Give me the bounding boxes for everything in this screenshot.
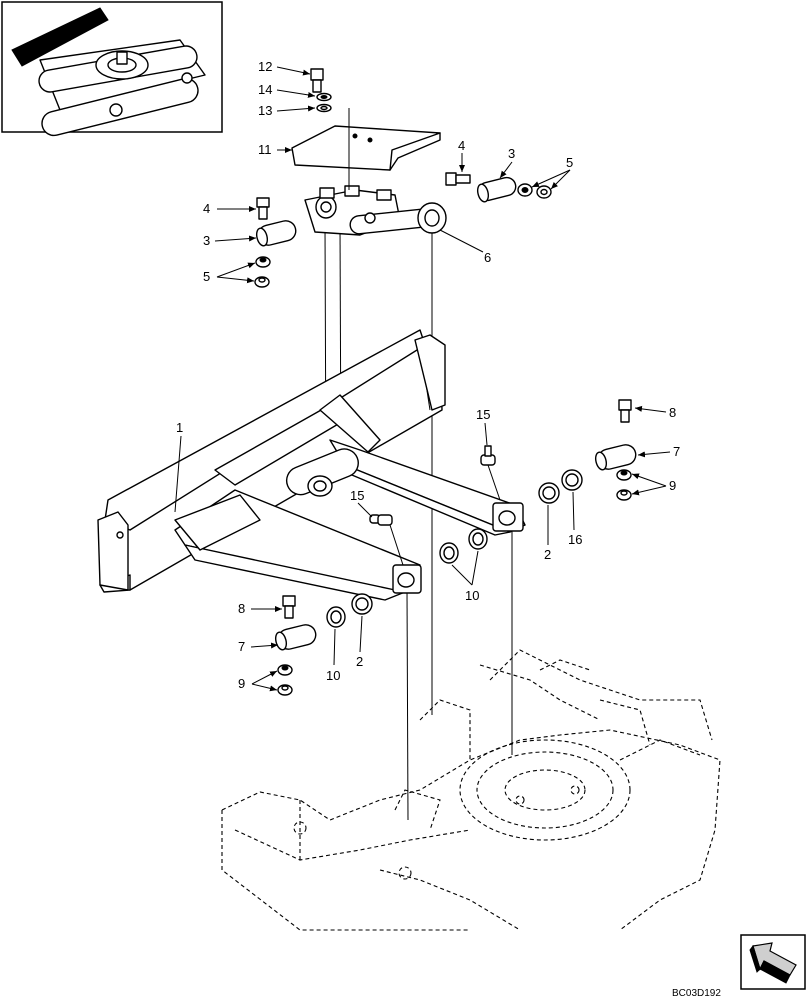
- bolt-washer-stack-top: [310, 68, 332, 113]
- shims-middle: [439, 528, 488, 564]
- callout-7-right: 7: [673, 444, 680, 459]
- callout-8-left: 8: [238, 601, 245, 616]
- callout-15-left: 15: [350, 488, 364, 503]
- blade-cylinder: [304, 185, 447, 236]
- callout-4-left: 4: [203, 201, 210, 216]
- grease-fitting-left: [369, 514, 404, 566]
- callout-10-middle: 10: [465, 588, 479, 603]
- callout-1: 1: [176, 420, 183, 435]
- callout-5-right: 5: [566, 155, 573, 170]
- right-pin-group-lower: [594, 399, 637, 501]
- callout-8-right: 8: [669, 405, 676, 420]
- callout-7-left: 7: [238, 639, 245, 654]
- inset-overview-excavator: [1, 1, 223, 137]
- right-pin-group-top: [445, 172, 552, 203]
- callout-labels: 12 14 13 11 4 3 5 4 3 5 6 1 15 15 8 7 9 …: [176, 59, 680, 691]
- callout-3-right: 3: [508, 146, 515, 161]
- callout-12: 12: [258, 59, 272, 74]
- callout-6: 6: [484, 250, 491, 265]
- callout-11: 11: [258, 142, 272, 157]
- dozer-blade-assembly: [97, 329, 526, 601]
- left-pin-group: [254, 197, 297, 288]
- callout-9-left: 9: [238, 676, 245, 691]
- drawing-code: BC03D192: [672, 988, 721, 999]
- grease-fitting-right: [480, 445, 501, 501]
- callout-3-left: 3: [203, 233, 210, 248]
- cover-plate: [291, 108, 441, 190]
- callout-2-right: 2: [544, 547, 551, 562]
- callout-4-right: 4: [458, 138, 465, 153]
- left-pin-group-lower: [274, 593, 373, 696]
- callout-15-right: 15: [476, 407, 490, 422]
- bushing-right: [538, 469, 583, 504]
- callout-2-left: 2: [356, 654, 363, 669]
- callout-16: 16: [568, 532, 582, 547]
- undercarriage-frame-phantom: [221, 649, 721, 931]
- callout-14: 14: [258, 82, 272, 97]
- callout-9-right: 9: [669, 478, 676, 493]
- callout-5-left: 5: [203, 269, 210, 284]
- orientation-arrow-icon: [740, 934, 806, 990]
- callout-10-left: 10: [326, 668, 340, 683]
- leader-lines: [174, 66, 671, 692]
- callout-13: 13: [258, 103, 272, 118]
